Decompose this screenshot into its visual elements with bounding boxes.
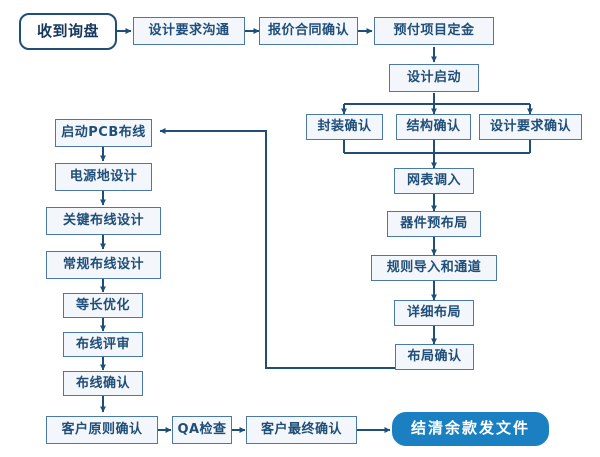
edge-n13-n14-feedback [159, 128, 396, 369]
node-label: 关键布线设计 [62, 213, 144, 229]
node-design-requirement-communication[interactable]: 设计要求沟通 [133, 17, 245, 45]
node-routing-confirmation[interactable]: 布线确认 [63, 371, 143, 396]
node-quotation-contract-confirmation[interactable]: 报价合同确认 [259, 17, 358, 45]
node-design-requirement-confirmation[interactable]: 设计要求确认 [479, 114, 582, 140]
node-customer-principle-confirmation[interactable]: 客户原则确认 [46, 416, 158, 444]
node-netlist-import[interactable]: 网表调入 [394, 168, 474, 194]
node-start-pcb-routing[interactable]: 启动PCB布线 [55, 119, 152, 147]
node-label: 结清余款发文件 [410, 419, 530, 438]
node-label: 布局确认 [407, 349, 462, 365]
node-label: QA检查 [177, 422, 227, 438]
node-settle-balance-deliver-files[interactable]: 结清余款发文件 [392, 412, 549, 446]
node-label: 器件预布局 [400, 216, 468, 232]
node-customer-final-confirmation[interactable]: 客户最终确认 [246, 416, 357, 444]
node-regular-routing-design[interactable]: 常规布线设计 [46, 251, 161, 279]
node-label: 预付项目定金 [393, 23, 475, 39]
node-label: 电源地设计 [69, 169, 138, 185]
node-routing-review[interactable]: 布线评审 [63, 332, 143, 357]
node-received-inquiry[interactable]: 收到询盘 [19, 13, 117, 50]
node-label: 设计启动 [406, 70, 461, 86]
node-label: 结构确认 [406, 119, 461, 135]
node-component-pre-placement[interactable]: 器件预布局 [387, 211, 481, 237]
node-label: 布线确认 [75, 375, 130, 391]
node-critical-routing-design[interactable]: 关键布线设计 [46, 207, 161, 235]
node-label: 网表调入 [406, 173, 461, 189]
node-detailed-placement[interactable]: 详细布局 [394, 300, 474, 326]
node-structure-confirmation[interactable]: 结构确认 [396, 114, 471, 140]
node-label: 报价合同确认 [267, 23, 349, 39]
node-label: 设计要求沟通 [148, 23, 230, 39]
node-label: 客户原则确认 [61, 422, 143, 438]
node-power-ground-design[interactable]: 电源地设计 [55, 163, 152, 191]
node-label: 封装确认 [317, 119, 372, 135]
node-label: 规则导入和通道 [386, 260, 482, 276]
node-label: 启动PCB布线 [61, 125, 146, 141]
node-label: 收到询盘 [36, 21, 99, 40]
node-length-matching-optimization[interactable]: 等长优化 [63, 293, 143, 318]
node-prepay-project-deposit[interactable]: 预付项目定金 [374, 17, 494, 45]
node-design-kickoff[interactable]: 设计启动 [389, 64, 479, 92]
node-label: 客户最终确认 [260, 422, 342, 438]
node-label: 布线评审 [75, 336, 130, 352]
node-label: 等长优化 [75, 297, 130, 313]
node-qa-inspection[interactable]: QA检查 [172, 416, 232, 444]
node-rule-import-and-channel[interactable]: 规则导入和通道 [371, 255, 497, 281]
node-placement-confirmation[interactable]: 布局确认 [395, 344, 474, 370]
node-package-confirmation[interactable]: 封装确认 [306, 114, 383, 140]
node-label: 详细布局 [406, 305, 461, 321]
node-label: 设计要求确认 [489, 119, 571, 135]
node-label: 常规布线设计 [62, 257, 144, 273]
